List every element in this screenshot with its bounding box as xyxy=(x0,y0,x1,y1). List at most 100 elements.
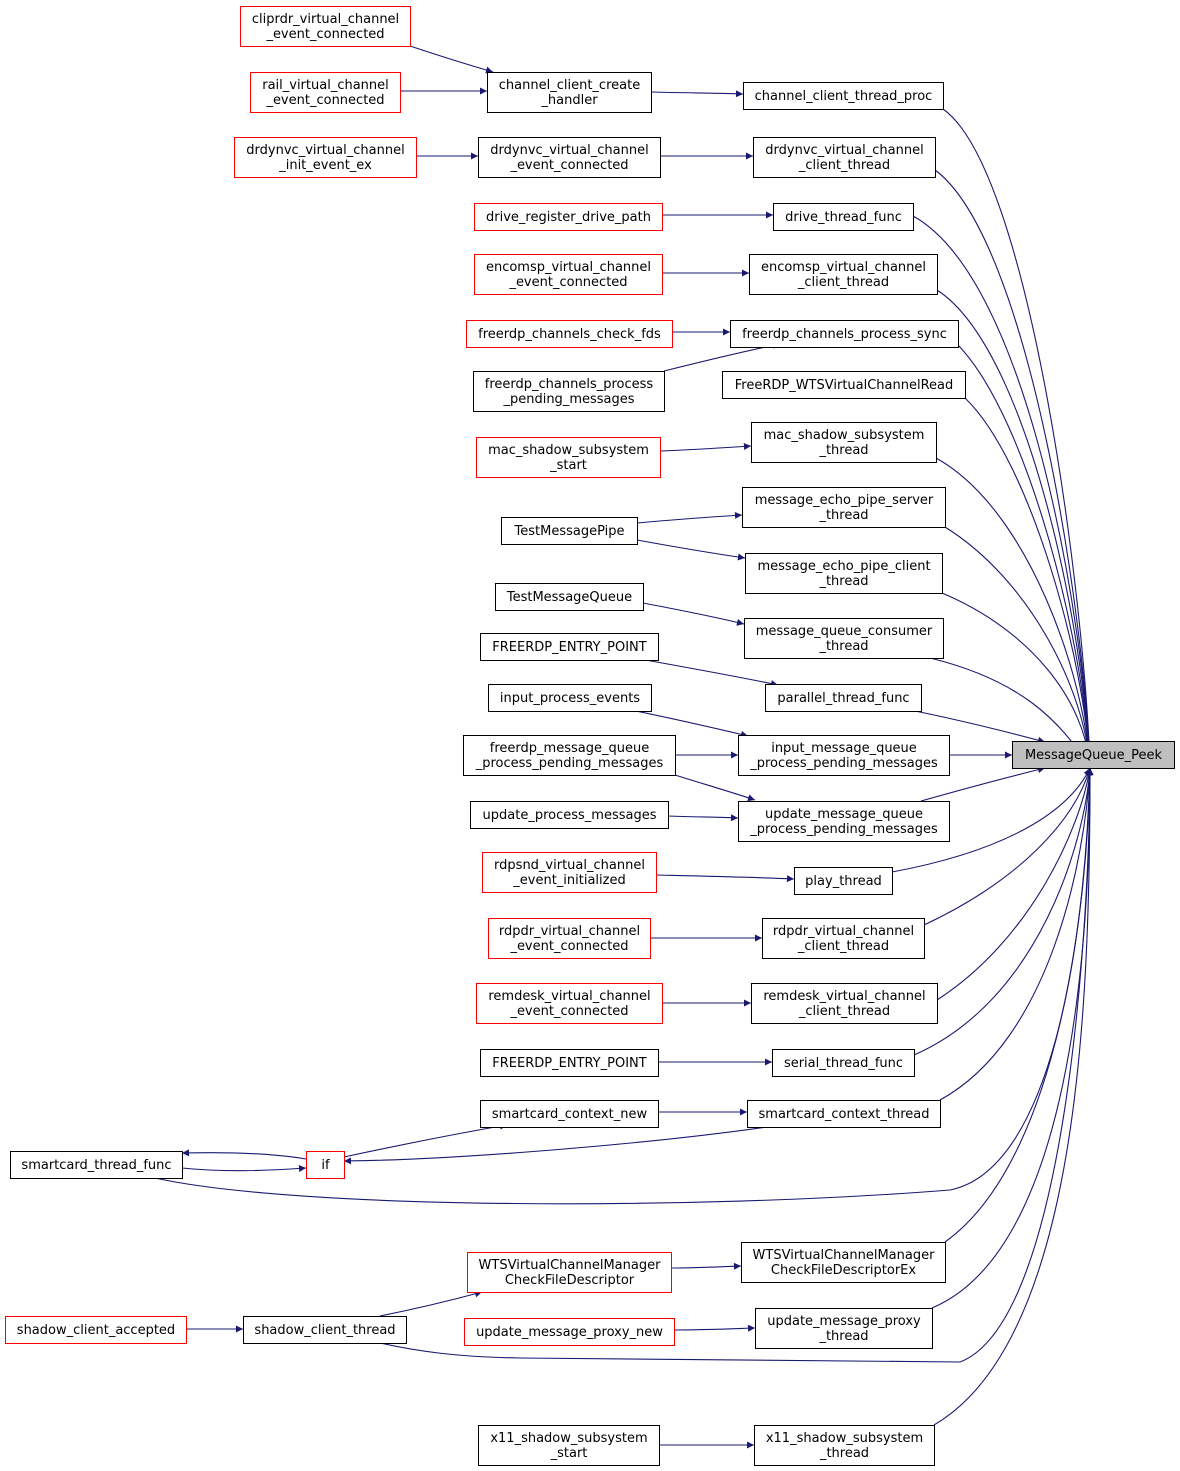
node-label-line: freerdp_channels_process_sync xyxy=(742,327,947,342)
node-update-message-proxy-thread[interactable]: update_message_proxy_thread xyxy=(755,1308,933,1349)
node-box xyxy=(755,1308,933,1349)
node-label-line: rdpsnd_virtual_channel xyxy=(494,858,645,873)
node-serial-thread-func[interactable]: serial_thread_func xyxy=(772,1049,915,1077)
node-box xyxy=(765,684,922,712)
node-shadow-client-accepted[interactable]: shadow_client_accepted xyxy=(5,1316,187,1344)
node-encomsp-virtual-channel-event-connected[interactable]: encomsp_virtual_channel_event_connected xyxy=(474,254,663,295)
node-rdpdr-virtual-channel-client-thread[interactable]: rdpdr_virtual_channel_client_thread xyxy=(762,918,925,959)
node-label-line: update_process_messages xyxy=(483,808,657,823)
edge-path xyxy=(636,539,746,561)
node-message-echo-pipe-client-thread[interactable]: message_echo_pipe_client_thread xyxy=(745,553,943,594)
node-update-message-queue-process-pending-messages[interactable]: update_message_queue_process_pending_mes… xyxy=(738,801,950,842)
node-label-line: _event_connected xyxy=(509,1004,628,1019)
node-label-line: drdynvc_virtual_channel xyxy=(765,143,923,158)
node-x11-shadow-subsystem-thread[interactable]: x11_shadow_subsystem_thread xyxy=(754,1425,935,1466)
node-label-line: _pending_messages xyxy=(502,392,634,407)
node-label-line: freerdp_channels_check_fds xyxy=(478,327,661,342)
node-update-process-messages[interactable]: update_process_messages xyxy=(470,801,669,829)
node-if[interactable]: if xyxy=(306,1151,345,1179)
edge-path xyxy=(663,341,781,372)
node-box xyxy=(730,320,959,348)
edge-path xyxy=(642,602,745,626)
node-box xyxy=(240,6,411,47)
node-rail-virtual-channel-event-connected[interactable]: rail_virtual_channel_event_connected xyxy=(250,72,401,113)
node-message-echo-pipe-server-thread[interactable]: message_echo_pipe_server_thread xyxy=(742,487,946,528)
edge-n17-to-n16 xyxy=(659,442,752,452)
node-freerdp-message-queue-process-pending-messages[interactable]: freerdp_message_queue_process_pending_me… xyxy=(463,735,676,776)
node-label-line: _event_connected xyxy=(509,158,628,173)
node-input-message-queue-process-pending-messages[interactable]: input_message_queue_process_pending_mess… xyxy=(738,735,950,776)
node-x11-shadow-subsystem-start[interactable]: x11_shadow_subsystem_start xyxy=(478,1425,660,1466)
node-label-line: _start xyxy=(550,1446,588,1461)
node-box xyxy=(480,1049,659,1077)
node-mac-shadow-subsystem-thread[interactable]: mac_shadow_subsystem_thread xyxy=(751,422,937,463)
node-freerdp-entry-point[interactable]: FREERDP_ENTRY_POINT xyxy=(480,633,659,661)
node-remdesk-virtual-channel-client-thread[interactable]: remdesk_virtual_channel_client_thread xyxy=(751,983,938,1024)
edge-n39-to-n0 xyxy=(939,767,1094,1101)
node-box xyxy=(474,203,663,231)
edge-n14-to-n12 xyxy=(663,341,781,372)
node-input-process-events[interactable]: input_process_events xyxy=(488,684,652,712)
node-parallel-thread-func[interactable]: parallel_thread_func xyxy=(765,684,922,712)
node-encomsp-virtual-channel-client-thread[interactable]: encomsp_virtual_channel_client_thread xyxy=(749,254,938,295)
edge-n29-to-n0 xyxy=(920,766,1046,802)
edge-path xyxy=(920,766,1046,802)
node-channel-client-create-handler[interactable]: channel_client_create_handler xyxy=(487,72,652,113)
node-remdesk-virtual-channel-event-connected[interactable]: remdesk_virtual_channel_event_connected xyxy=(476,983,663,1024)
node-box xyxy=(722,371,966,399)
node-channel-client-thread-proc[interactable]: channel_client_thread_proc xyxy=(743,82,944,110)
node-label-line: TestMessageQueue xyxy=(506,590,632,605)
node-drdynvc-virtual-channel-init-event-ex[interactable]: drdynvc_virtual_channel_init_event_ex xyxy=(234,137,417,178)
node-rdpsnd-virtual-channel-event-initialized[interactable]: rdpsnd_virtual_channel_event_initialized xyxy=(482,852,657,893)
node-update-message-proxy-new[interactable]: update_message_proxy_new xyxy=(464,1318,675,1346)
node-label-line: freerdp_message_queue xyxy=(490,741,649,756)
edge-path xyxy=(912,215,1094,769)
edge-path xyxy=(667,814,739,822)
node-box xyxy=(749,254,938,295)
node-label-line: shadow_client_thread xyxy=(254,1323,395,1338)
node-box xyxy=(488,918,651,959)
node-box xyxy=(751,983,938,1024)
node-freerdp-channels-process-sync[interactable]: freerdp_channels_process_sync xyxy=(730,320,959,348)
edge-path xyxy=(670,1262,742,1270)
edge-path xyxy=(659,442,752,452)
node-box xyxy=(466,320,673,348)
node-play-thread[interactable]: play_thread xyxy=(794,867,893,895)
node-cliprdr-virtual-channel-event-connected[interactable]: cliprdr_virtual_channel_event_connected xyxy=(240,6,411,47)
node-smartcard-context-new[interactable]: smartcard_context_new xyxy=(480,1100,659,1128)
node-drdynvc-virtual-channel-client-thread[interactable]: drdynvc_virtual_channel_client_thread xyxy=(753,137,936,178)
edge-n41-to-n38 xyxy=(343,1122,508,1158)
node-freerdp-wtsvirtualchannelread[interactable]: FreeRDP_WTSVirtualChannelRead xyxy=(722,371,966,399)
node-message-queue-consumer-thread[interactable]: message_queue_consumer_thread xyxy=(744,618,944,659)
node-label-line: _client_thread xyxy=(798,1004,890,1019)
node-label-line: serial_thread_func xyxy=(784,1056,903,1071)
node-shadow-client-thread[interactable]: shadow_client_thread xyxy=(243,1316,407,1344)
node-label-line: input_message_queue xyxy=(771,741,917,756)
node-label-line: encomsp_virtual_channel xyxy=(761,260,926,275)
node-messagequeue-peek[interactable]: MessageQueue_Peek xyxy=(1012,741,1175,769)
node-label-line: _event_connected xyxy=(265,27,384,42)
node-box xyxy=(754,1425,935,1466)
node-freerdp-entry-point[interactable]: FREERDP_ENTRY_POINT xyxy=(480,1049,659,1077)
node-box xyxy=(10,1151,183,1179)
node-label-line: update_message_queue xyxy=(765,807,923,822)
node-testmessagequeue[interactable]: TestMessageQueue xyxy=(495,583,644,611)
node-drive-thread-func[interactable]: drive_thread_func xyxy=(773,203,914,231)
node-drive-register-drive-path[interactable]: drive_register_drive_path xyxy=(474,203,663,231)
node-label-line: smartcard_thread_func xyxy=(21,1158,171,1173)
node-freerdp-channels-check-fds[interactable]: freerdp_channels_check_fds xyxy=(466,320,673,348)
node-drdynvc-virtual-channel-event-connected[interactable]: drdynvc_virtual_channel_event_connected xyxy=(478,137,661,178)
node-testmessagepipe[interactable]: TestMessagePipe xyxy=(501,517,638,545)
edge-n21-to-n22 xyxy=(642,602,745,626)
node-box xyxy=(243,1316,407,1344)
node-smartcard-context-thread[interactable]: smartcard_context_thread xyxy=(747,1100,941,1128)
node-rdpdr-virtual-channel-event-connected[interactable]: rdpdr_virtual_channel_event_connected xyxy=(488,918,651,959)
node-wtsvirtualchannelmanagercheckfiledescriptor[interactable]: WTSVirtualChannelManagerCheckFileDescrip… xyxy=(467,1252,672,1293)
node-smartcard-thread-func[interactable]: smartcard_thread_func xyxy=(10,1151,183,1179)
node-mac-shadow-subsystem-start[interactable]: mac_shadow_subsystem_start xyxy=(476,437,661,478)
node-freerdp-channels-process-pending-messages[interactable]: freerdp_channels_process_pending_message… xyxy=(473,371,665,412)
edge-n49-to-n0 xyxy=(933,767,1094,1426)
node-wtsvirtualchannelmanagercheckfiledescriptorex[interactable]: WTSVirtualChannelManagerCheckFileDescrip… xyxy=(741,1242,946,1283)
node-label-line: remdesk_virtual_channel xyxy=(763,989,925,1004)
node-label-line: shadow_client_accepted xyxy=(17,1323,175,1338)
